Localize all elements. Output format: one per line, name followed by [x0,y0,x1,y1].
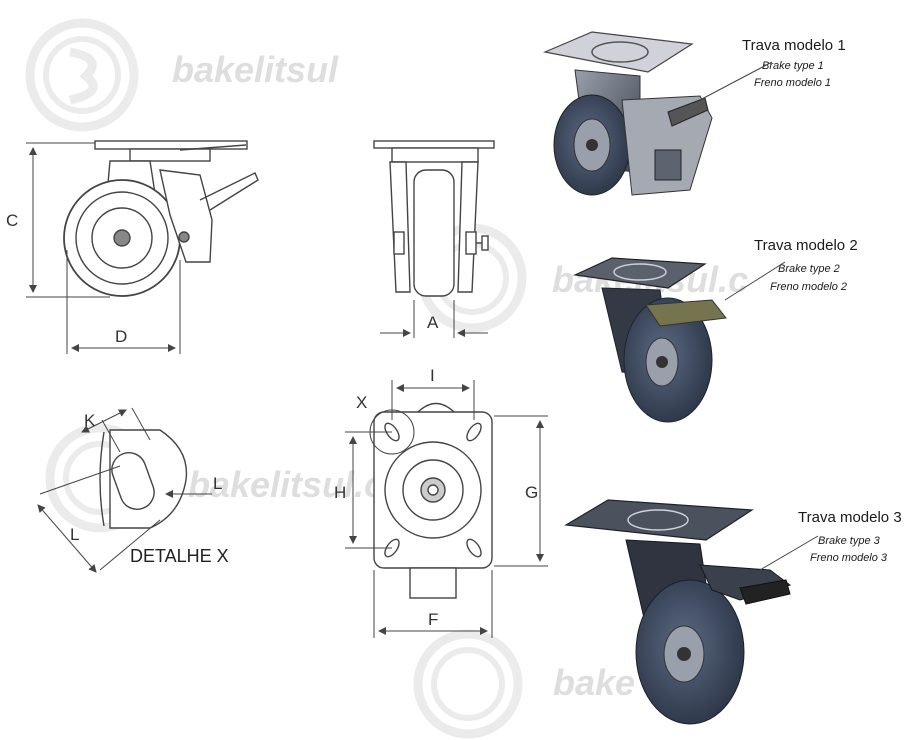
brake-3-en: Brake type 3 [818,535,881,547]
caster-front-view [373,140,495,297]
brake-1-title: Trava modelo 1 [742,37,846,54]
dimension-label-l-right: L [213,474,222,493]
detail-x-label: DETALHE X [130,546,229,566]
brake-3-es: Freno modelo 3 [810,552,888,564]
watermark-logo-top [25,18,139,132]
dimension-label-h: H [334,483,346,502]
dimension-d [66,250,181,354]
dimension-label-f: F [428,610,438,629]
dimension-f [373,570,493,638]
watermark-text-top: bakelitsul [172,49,339,90]
dimension-label-c: C [6,211,18,230]
brake-1-es: Freno modelo 1 [754,77,831,89]
dimension-label-i: I [430,366,435,385]
dimension-label-d: D [115,327,127,346]
brake-2-leader [724,261,786,301]
brake-2-en: Brake type 2 [778,263,840,275]
brake-3-leader [759,535,819,571]
watermark-text-bottom: bake [553,662,635,703]
dimension-k [81,407,151,453]
dimension-l-detail [37,465,212,573]
dimension-i [391,380,475,420]
dimension-label-x: X [356,393,367,412]
brake-2-es: Freno modelo 2 [770,281,847,293]
dimension-label-a: A [427,313,439,332]
dimension-a [380,300,488,338]
dimension-g [494,415,548,567]
detail-x-view [99,429,188,529]
dimension-h [345,431,392,549]
brake-1-leader [699,61,773,101]
brake-2-title: Trava modelo 2 [754,237,858,254]
caster-top-view [369,402,493,599]
caster-render-brake-2 [572,257,727,423]
brake-3-title: Trava modelo 3 [798,509,902,526]
caster-side-view [63,140,259,297]
dimension-c [26,142,110,298]
dimension-label-l-left: L [70,525,79,544]
dimension-label-k: K [84,411,96,430]
dimension-label-g: G [525,483,538,502]
watermark-logo-bottom [413,629,523,739]
caster-render-brake-3 [564,499,792,725]
caster-render-brake-1 [542,31,713,196]
brake-1-en: Brake type 1 [762,60,824,72]
